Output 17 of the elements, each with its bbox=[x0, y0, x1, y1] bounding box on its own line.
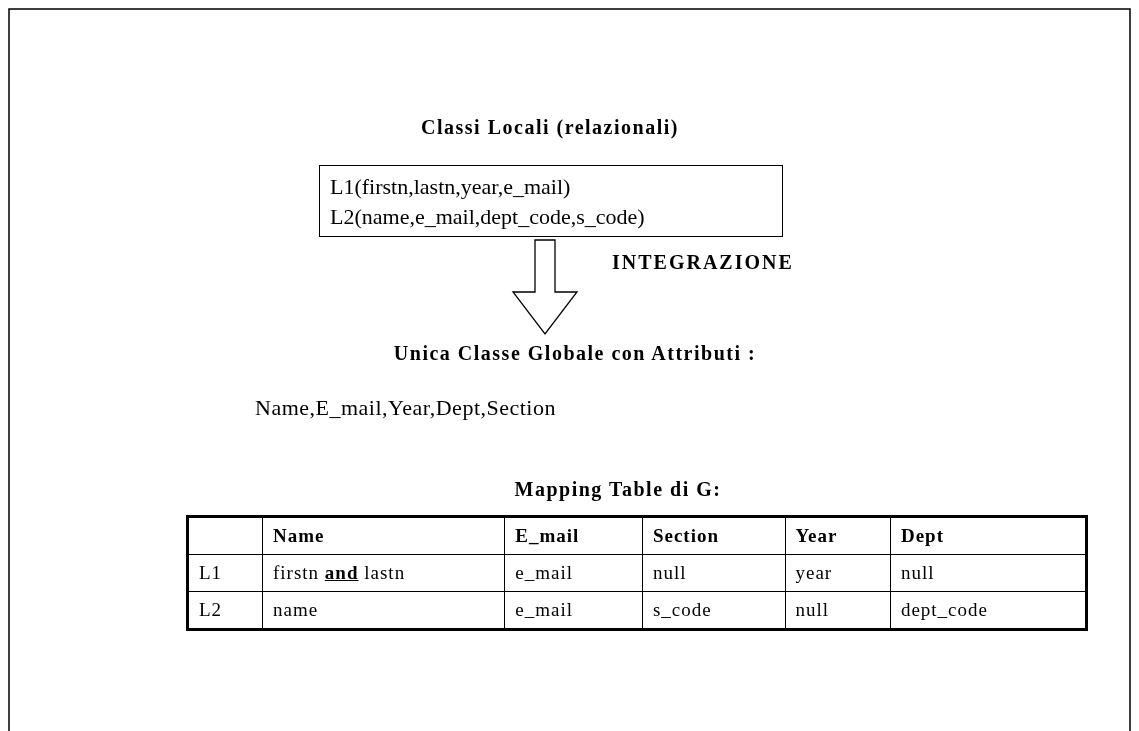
table-cell: null bbox=[642, 554, 785, 592]
table-cell: L1 bbox=[187, 554, 263, 592]
heading: Classi Locali (relazionali) bbox=[420, 116, 680, 139]
table-cell: E_mail bbox=[504, 516, 643, 555]
heading: Unica Classe Globale con Attributi : bbox=[392, 342, 758, 365]
table-cell: year bbox=[785, 554, 891, 592]
table-cell: Section bbox=[642, 516, 785, 555]
block-arrow bbox=[511, 239, 579, 336]
table-cell: e_mail bbox=[504, 554, 643, 592]
table-cell: Year bbox=[785, 516, 891, 555]
edge-label: INTEGRAZIONE bbox=[612, 251, 794, 274]
class-definition: L1(firstn,lastn,year,e_mail) bbox=[330, 173, 572, 201]
class-definition: L2(name,e_mail,dept_code,s_code) bbox=[330, 203, 646, 231]
table-cell: firstn and lastn bbox=[262, 554, 505, 592]
attribute-list: Name,E_mail,Year,Dept,Section bbox=[255, 393, 556, 423]
table-cell: Name bbox=[262, 516, 505, 555]
table-title: Mapping Table di G: bbox=[513, 478, 723, 501]
